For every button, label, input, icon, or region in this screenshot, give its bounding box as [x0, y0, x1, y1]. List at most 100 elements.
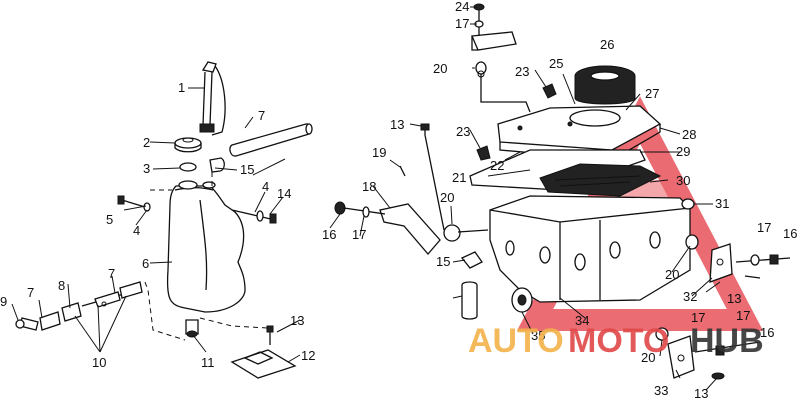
callout-7c: 7 — [108, 266, 115, 281]
leader-line — [480, 74, 531, 113]
callout-1: 1 — [178, 80, 185, 95]
screw-14 — [231, 209, 277, 224]
oil-tank — [166, 180, 246, 313]
callout-17e: 17 — [691, 310, 705, 325]
hose — [229, 123, 313, 157]
callout-20: 20 — [440, 190, 454, 205]
callout-10: 10 — [92, 355, 106, 370]
rod-13 — [424, 126, 445, 231]
rod-cap — [420, 123, 430, 131]
callout-23: 23 — [515, 64, 529, 79]
tube-right — [461, 281, 478, 320]
callout-15: 15 — [240, 162, 254, 177]
filter-screen — [539, 163, 662, 197]
grommet-31 — [681, 198, 695, 210]
callout-20b: 20 — [433, 61, 447, 76]
clip-23-top — [542, 83, 557, 99]
callout-24: 24 — [455, 0, 469, 14]
callout-9: 9 — [0, 294, 7, 309]
callout-7: 7 — [258, 108, 265, 123]
watermark-moto: MOTO — [568, 322, 669, 360]
elbow-right — [460, 251, 483, 269]
callout-20d: 20 — [641, 350, 655, 365]
callout-20c: 20 — [665, 267, 679, 282]
leader-line — [735, 257, 791, 263]
callout-13b: 13 — [390, 117, 404, 132]
bolt-5 — [117, 195, 151, 212]
watermark-hub: HUB — [690, 322, 764, 360]
callout-15b: 15 — [436, 254, 450, 269]
callout-21: 21 — [452, 170, 466, 185]
grommet-rear — [685, 234, 699, 250]
drain-fitting — [185, 319, 199, 338]
mount-bracket — [230, 325, 297, 379]
nut-lower — [711, 372, 725, 380]
disc — [511, 287, 533, 313]
callout-27: 27 — [645, 86, 659, 101]
callout-14: 14 — [277, 186, 291, 201]
callout-29: 29 — [676, 144, 690, 159]
bolt-lower — [715, 345, 725, 356]
callout-31: 31 — [715, 196, 729, 211]
callout-18: 18 — [362, 179, 376, 194]
leader-line — [694, 341, 761, 353]
gasket-plate — [469, 149, 646, 191]
grommet-top — [475, 61, 487, 78]
route-line — [199, 317, 269, 329]
hose-assembly — [15, 281, 143, 331]
left-leader-lines — [11, 87, 301, 363]
bracket-18 — [379, 203, 441, 255]
callout-16c: 16 — [760, 325, 774, 340]
callout-13d: 13 — [694, 386, 708, 401]
callout-6: 6 — [142, 256, 149, 271]
nut — [769, 254, 779, 265]
callout-35: 35 — [531, 328, 545, 343]
right-leader-lines — [329, 6, 721, 391]
callout-22: 22 — [490, 158, 504, 173]
callout-12: 12 — [301, 348, 315, 363]
callout-17c: 17 — [757, 220, 771, 235]
callout-26: 26 — [600, 37, 614, 52]
top-bracket — [471, 3, 517, 51]
gasket — [179, 162, 197, 172]
callout-3: 3 — [143, 161, 150, 176]
leader-line — [744, 275, 761, 279]
callout-25: 25 — [549, 56, 563, 71]
grommet-20-mid — [443, 224, 489, 242]
clip-23-left — [476, 145, 491, 161]
airbox-housing — [489, 195, 691, 303]
callout-33: 33 — [654, 383, 668, 398]
callout-5: 5 — [106, 212, 113, 227]
callout-13c: 13 — [727, 291, 741, 306]
callout-11: 11 — [201, 355, 215, 370]
route-line — [144, 281, 186, 341]
callout-16: 16 — [322, 227, 336, 242]
elbow-fitting — [209, 157, 225, 173]
callout-28: 28 — [682, 127, 696, 142]
bracket-33 — [667, 335, 695, 379]
filler-tube — [199, 61, 226, 136]
callout-7b: 7 — [27, 285, 34, 300]
callout-8: 8 — [58, 278, 65, 293]
callout-17b: 17 — [352, 227, 366, 242]
watermark-text: AUTO MOTO HUB — [468, 322, 764, 360]
callout-17d: 17 — [736, 308, 750, 323]
callout-30: 30 — [676, 173, 690, 188]
callout-32: 32 — [683, 289, 697, 304]
clip-19 — [399, 165, 406, 177]
airbox-cover — [497, 105, 662, 161]
callout-16b: 16 — [783, 226, 797, 241]
watermark-auto: AUTO — [468, 322, 564, 360]
cap — [174, 137, 202, 153]
callout-2: 2 — [143, 135, 150, 150]
callout-23b: 23 — [456, 124, 470, 139]
washer — [750, 254, 760, 266]
bolt-16 — [334, 201, 386, 218]
air-filter-element — [574, 65, 636, 105]
callout-13: 13 — [290, 313, 304, 328]
callout-19: 19 — [372, 145, 386, 160]
bracket-32 — [709, 243, 733, 283]
